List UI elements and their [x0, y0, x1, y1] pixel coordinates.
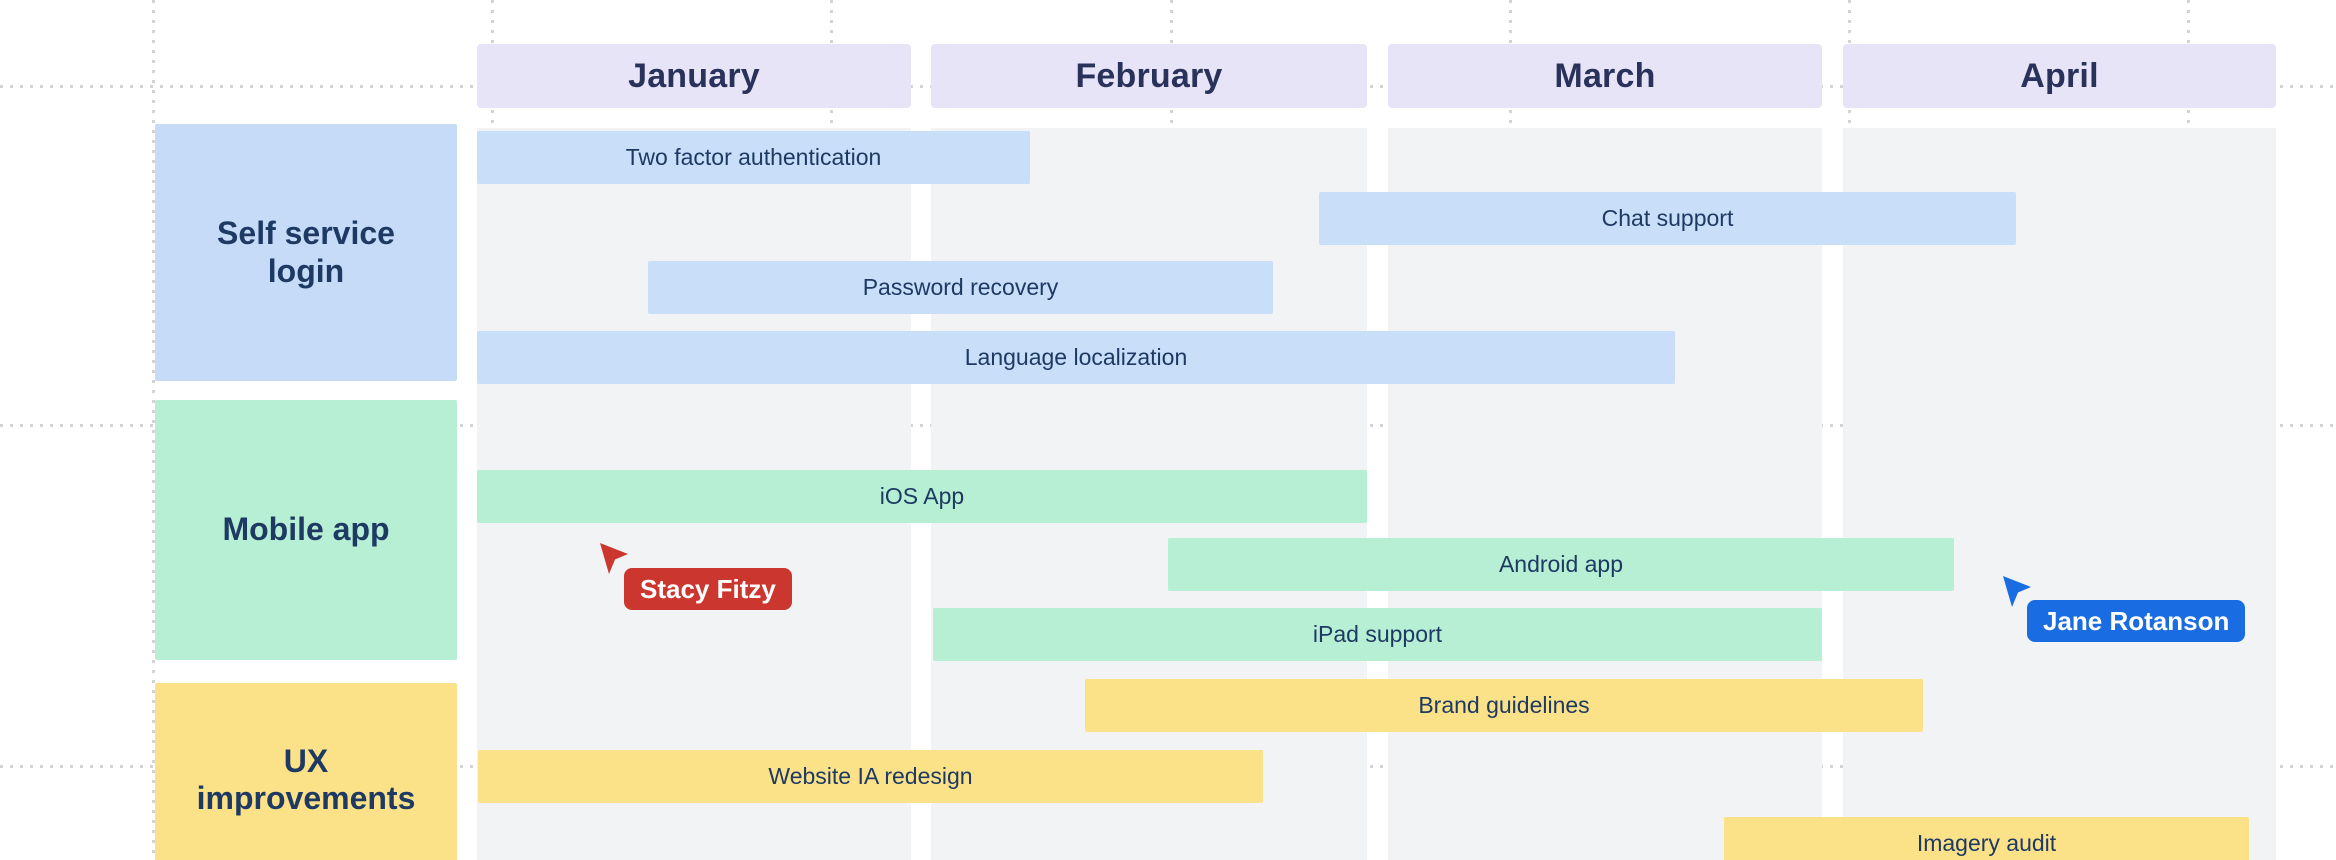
lane-block-mobile-app[interactable]: Mobile app: [155, 400, 457, 660]
task-bar-imagery-audit[interactable]: Imagery audit: [1724, 817, 2249, 860]
task-bar-two-factor-authentication[interactable]: Two factor authentication: [477, 131, 1030, 184]
task-bar-website-ia-redesign[interactable]: Website IA redesign: [478, 750, 1263, 803]
lane-block-ux-improvements[interactable]: UX improvements: [155, 683, 457, 860]
lane-block-self-service-login[interactable]: Self service login: [155, 124, 457, 381]
month-column-march-background: [1388, 128, 1822, 860]
collaborator-label-stacy-fitzy: Stacy Fitzy: [624, 568, 792, 610]
task-bar-ipad-support[interactable]: iPad support: [933, 608, 1822, 661]
collaborator-label-jane-rotanson: Jane Rotanson: [2027, 600, 2246, 642]
month-header-march[interactable]: March: [1388, 44, 1822, 108]
month-header-january[interactable]: January: [477, 44, 911, 108]
month-header-february[interactable]: February: [931, 44, 1367, 108]
collaborator-cursor-stacy-fitzy: [598, 542, 630, 581]
cursor-arrow-icon: [600, 543, 628, 574]
task-bar-language-localization[interactable]: Language localization: [477, 331, 1675, 384]
month-header-april[interactable]: April: [1843, 44, 2276, 108]
collaborator-cursor-jane-rotanson: [2001, 575, 2033, 614]
grid-dotted-line-vertical: [152, 0, 155, 860]
task-bar-password-recovery[interactable]: Password recovery: [648, 261, 1273, 314]
task-bar-android-app[interactable]: Android app: [1168, 538, 1954, 591]
cursor-arrow-icon: [2003, 576, 2031, 607]
task-bar-chat-support[interactable]: Chat support: [1319, 192, 2016, 245]
month-column-april-background: [1843, 128, 2276, 860]
task-bar-brand-guidelines[interactable]: Brand guidelines: [1085, 679, 1923, 732]
task-bar-ios-app[interactable]: iOS App: [477, 470, 1367, 523]
